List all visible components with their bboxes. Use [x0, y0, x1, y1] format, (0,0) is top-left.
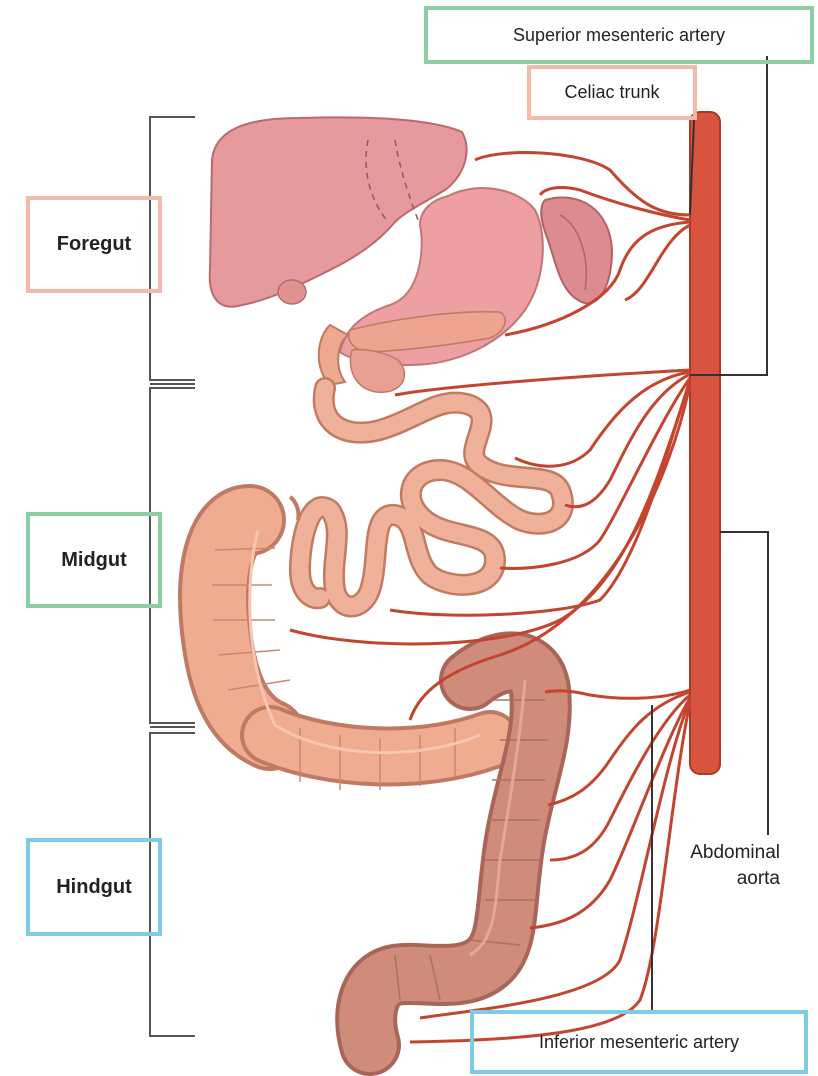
spleen	[541, 197, 612, 303]
abdominal-aorta-label-line1: Abdominal	[655, 840, 780, 866]
superior-mesenteric-artery-box: Superior mesenteric artery	[424, 6, 814, 64]
inferior-mesenteric-artery-label: Inferior mesenteric artery	[539, 1032, 739, 1053]
gallbladder	[278, 280, 306, 304]
celiac-trunk-box: Celiac trunk	[527, 65, 697, 120]
abdominal-aorta-leader	[720, 532, 768, 835]
foregut-label: Foregut	[57, 233, 131, 256]
abdominal-aorta	[690, 112, 720, 774]
superior-mesenteric-artery-label: Superior mesenteric artery	[513, 25, 725, 46]
midgut-label: Midgut	[61, 549, 127, 572]
foregut-box: Foregut	[26, 196, 162, 293]
appendix	[290, 497, 298, 520]
midgut-box: Midgut	[26, 512, 162, 608]
abdominal-aorta-label-line2: aorta	[655, 866, 780, 892]
inferior-mesenteric-artery-box: Inferior mesenteric artery	[470, 1010, 808, 1074]
celiac-trunk-label: Celiac trunk	[564, 82, 659, 103]
hindgut-label: Hindgut	[56, 876, 132, 899]
hindgut-box: Hindgut	[26, 838, 162, 936]
abdominal-aorta-label: Abdominal aorta	[655, 840, 780, 892]
